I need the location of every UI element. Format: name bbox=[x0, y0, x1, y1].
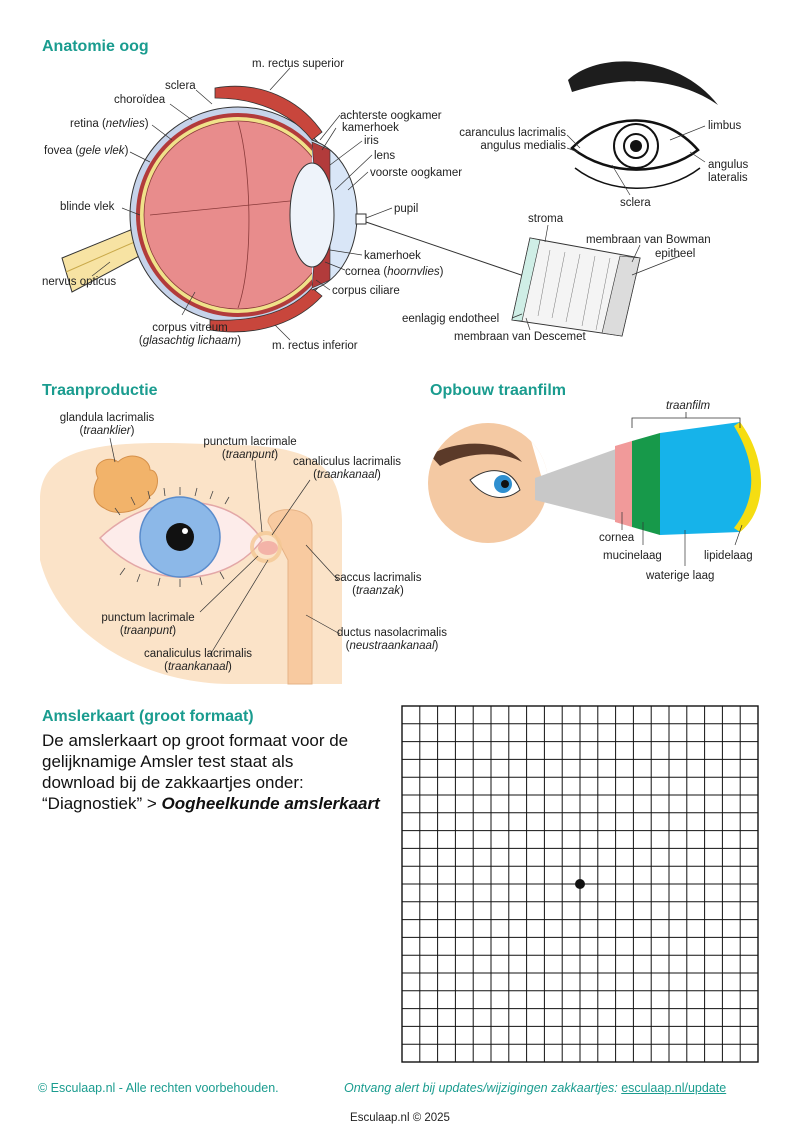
footer-update-link[interactable]: esculaap.nl/update bbox=[621, 1081, 726, 1095]
amsler-center-dot bbox=[575, 879, 585, 889]
footer-rights: © Esculaap.nl - Alle rechten voorbehoude… bbox=[38, 1081, 279, 1095]
footer-copyright: Esculaap.nl © 2025 bbox=[0, 1112, 800, 1124]
footer-alert: Ontvang alert bij updates/wijzigingen za… bbox=[344, 1081, 726, 1095]
